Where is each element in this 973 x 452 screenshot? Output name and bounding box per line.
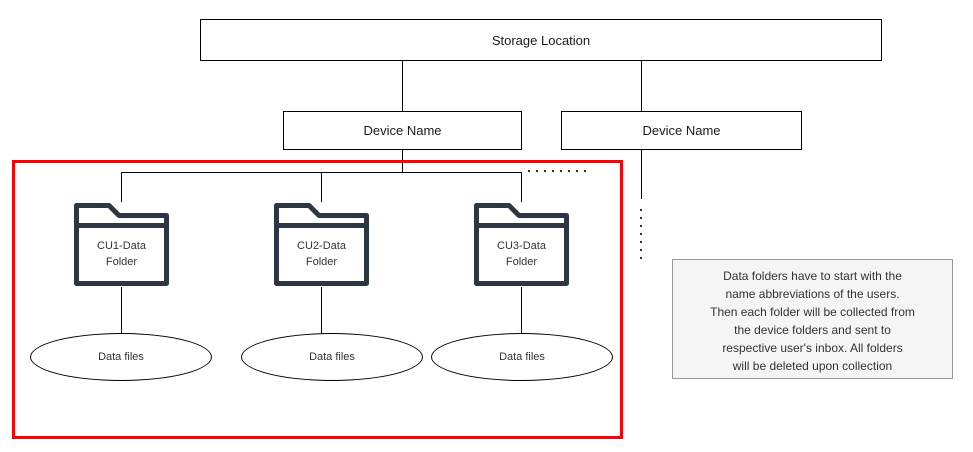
note-line: Data folders have to start with the [723, 269, 902, 283]
device-name-box-right: Device Name [561, 111, 802, 150]
device-name-label-left: Device Name [363, 123, 442, 138]
folder-icon [74, 203, 169, 286]
ellipse-data-files-2: Data files [241, 333, 423, 381]
red-highlight-rect [12, 160, 623, 439]
folder-cu1: CU1-Data Folder [73, 202, 170, 287]
folder-icon [274, 203, 369, 286]
connector-bus-folder2 [321, 172, 322, 202]
device-name-label-right: Device Name [642, 123, 721, 138]
ellipse-data-files-3: Data files [431, 333, 613, 381]
note-line: will be deleted upon collection [732, 359, 893, 373]
note-box: Data folders have to start with the name… [672, 259, 953, 379]
data-files-label: Data files [499, 351, 545, 363]
folder-cu3: CU3-Data Folder [473, 202, 570, 287]
folder-icon [474, 203, 569, 286]
connector-storage-device-left [402, 61, 403, 111]
storage-location-box: Storage Location [200, 19, 882, 61]
connector-device-right-down [641, 150, 642, 199]
note-line: respective user's inbox. All folders [722, 341, 903, 355]
data-files-label: Data files [309, 351, 355, 363]
connector-storage-device-right [641, 61, 642, 111]
data-files-label: Data files [98, 351, 144, 363]
device-name-box-left: Device Name [283, 111, 522, 150]
ellipse-data-files-1: Data files [30, 333, 212, 381]
folder-label: CU1-Data Folder [97, 240, 146, 268]
connector-folder2-files [321, 287, 322, 334]
connector-bus-folder3 [521, 172, 522, 202]
note-line: name abbreviations of the users. [725, 287, 900, 301]
note-line: Then each folder will be collected from [710, 305, 915, 319]
connector-folder3-files [521, 287, 522, 334]
dotted-line-more-folders [528, 170, 586, 172]
dotted-line-more-devices [640, 209, 642, 265]
folder-label: CU3-Data Folder [497, 240, 546, 268]
connector-bus-folder1 [121, 172, 122, 202]
note-line: the device folders and sent to [734, 323, 891, 337]
storage-location-label: Storage Location [491, 32, 591, 48]
connector-folder1-files [121, 287, 122, 334]
folder-label: CU2-Data Folder [297, 240, 346, 268]
folder-cu2: CU2-Data Folder [273, 202, 370, 287]
